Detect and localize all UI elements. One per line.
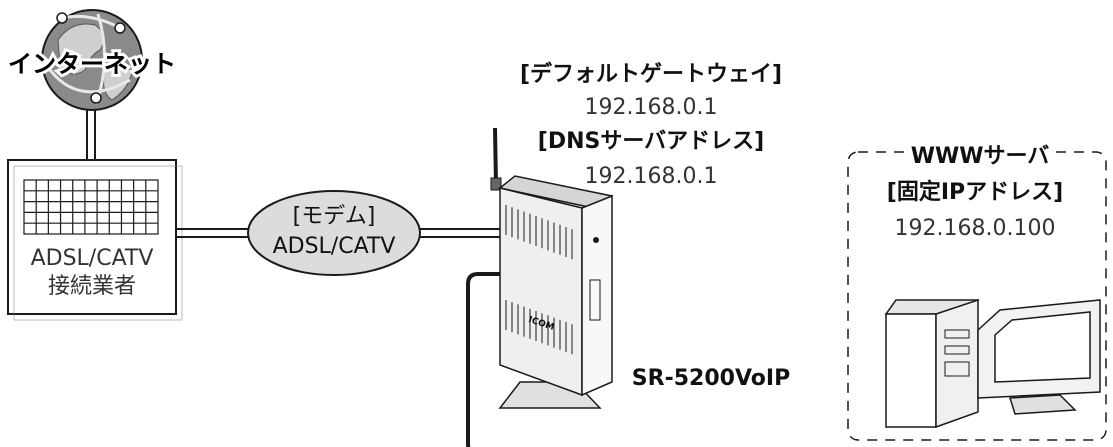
server-boundary (847, 151, 1107, 441)
fixed-ip: 192.168.0.100 (894, 216, 1056, 241)
lan-cable (466, 272, 500, 447)
internet-isp-link (86, 110, 96, 160)
fixed-ip-title: [固定IPアドレス] (886, 180, 1064, 205)
internet-label-fill: インターネット (8, 50, 176, 78)
desktop-computer-icon (884, 298, 1101, 429)
router-icon (490, 127, 614, 409)
globe-icon (41, 9, 143, 111)
gateway-ip: 192.168.0.1 (584, 95, 718, 120)
modem-ellipse (247, 190, 421, 276)
isp-label-line2: 接続業者 (47, 274, 137, 299)
modem-label-line1: [モデム] (292, 204, 376, 229)
building-grid-icon (7, 159, 183, 321)
server-title: WWWサーバ (910, 144, 1050, 169)
gateway-title: [デフォルトゲートウェイ] (519, 62, 783, 87)
modem-router-link (420, 228, 500, 238)
router-model: SR-5200VoIP (631, 366, 791, 391)
isp-label-line1: ADSL/CATV (30, 246, 154, 271)
internet-label: インターネット (5, 49, 179, 79)
dns-title: [DNSサーバアドレス] (537, 129, 765, 154)
dns-ip: 192.168.0.1 (584, 164, 718, 189)
modem-label-line2: ADSL/CATV (272, 234, 396, 259)
isp-modem-link (176, 228, 248, 238)
